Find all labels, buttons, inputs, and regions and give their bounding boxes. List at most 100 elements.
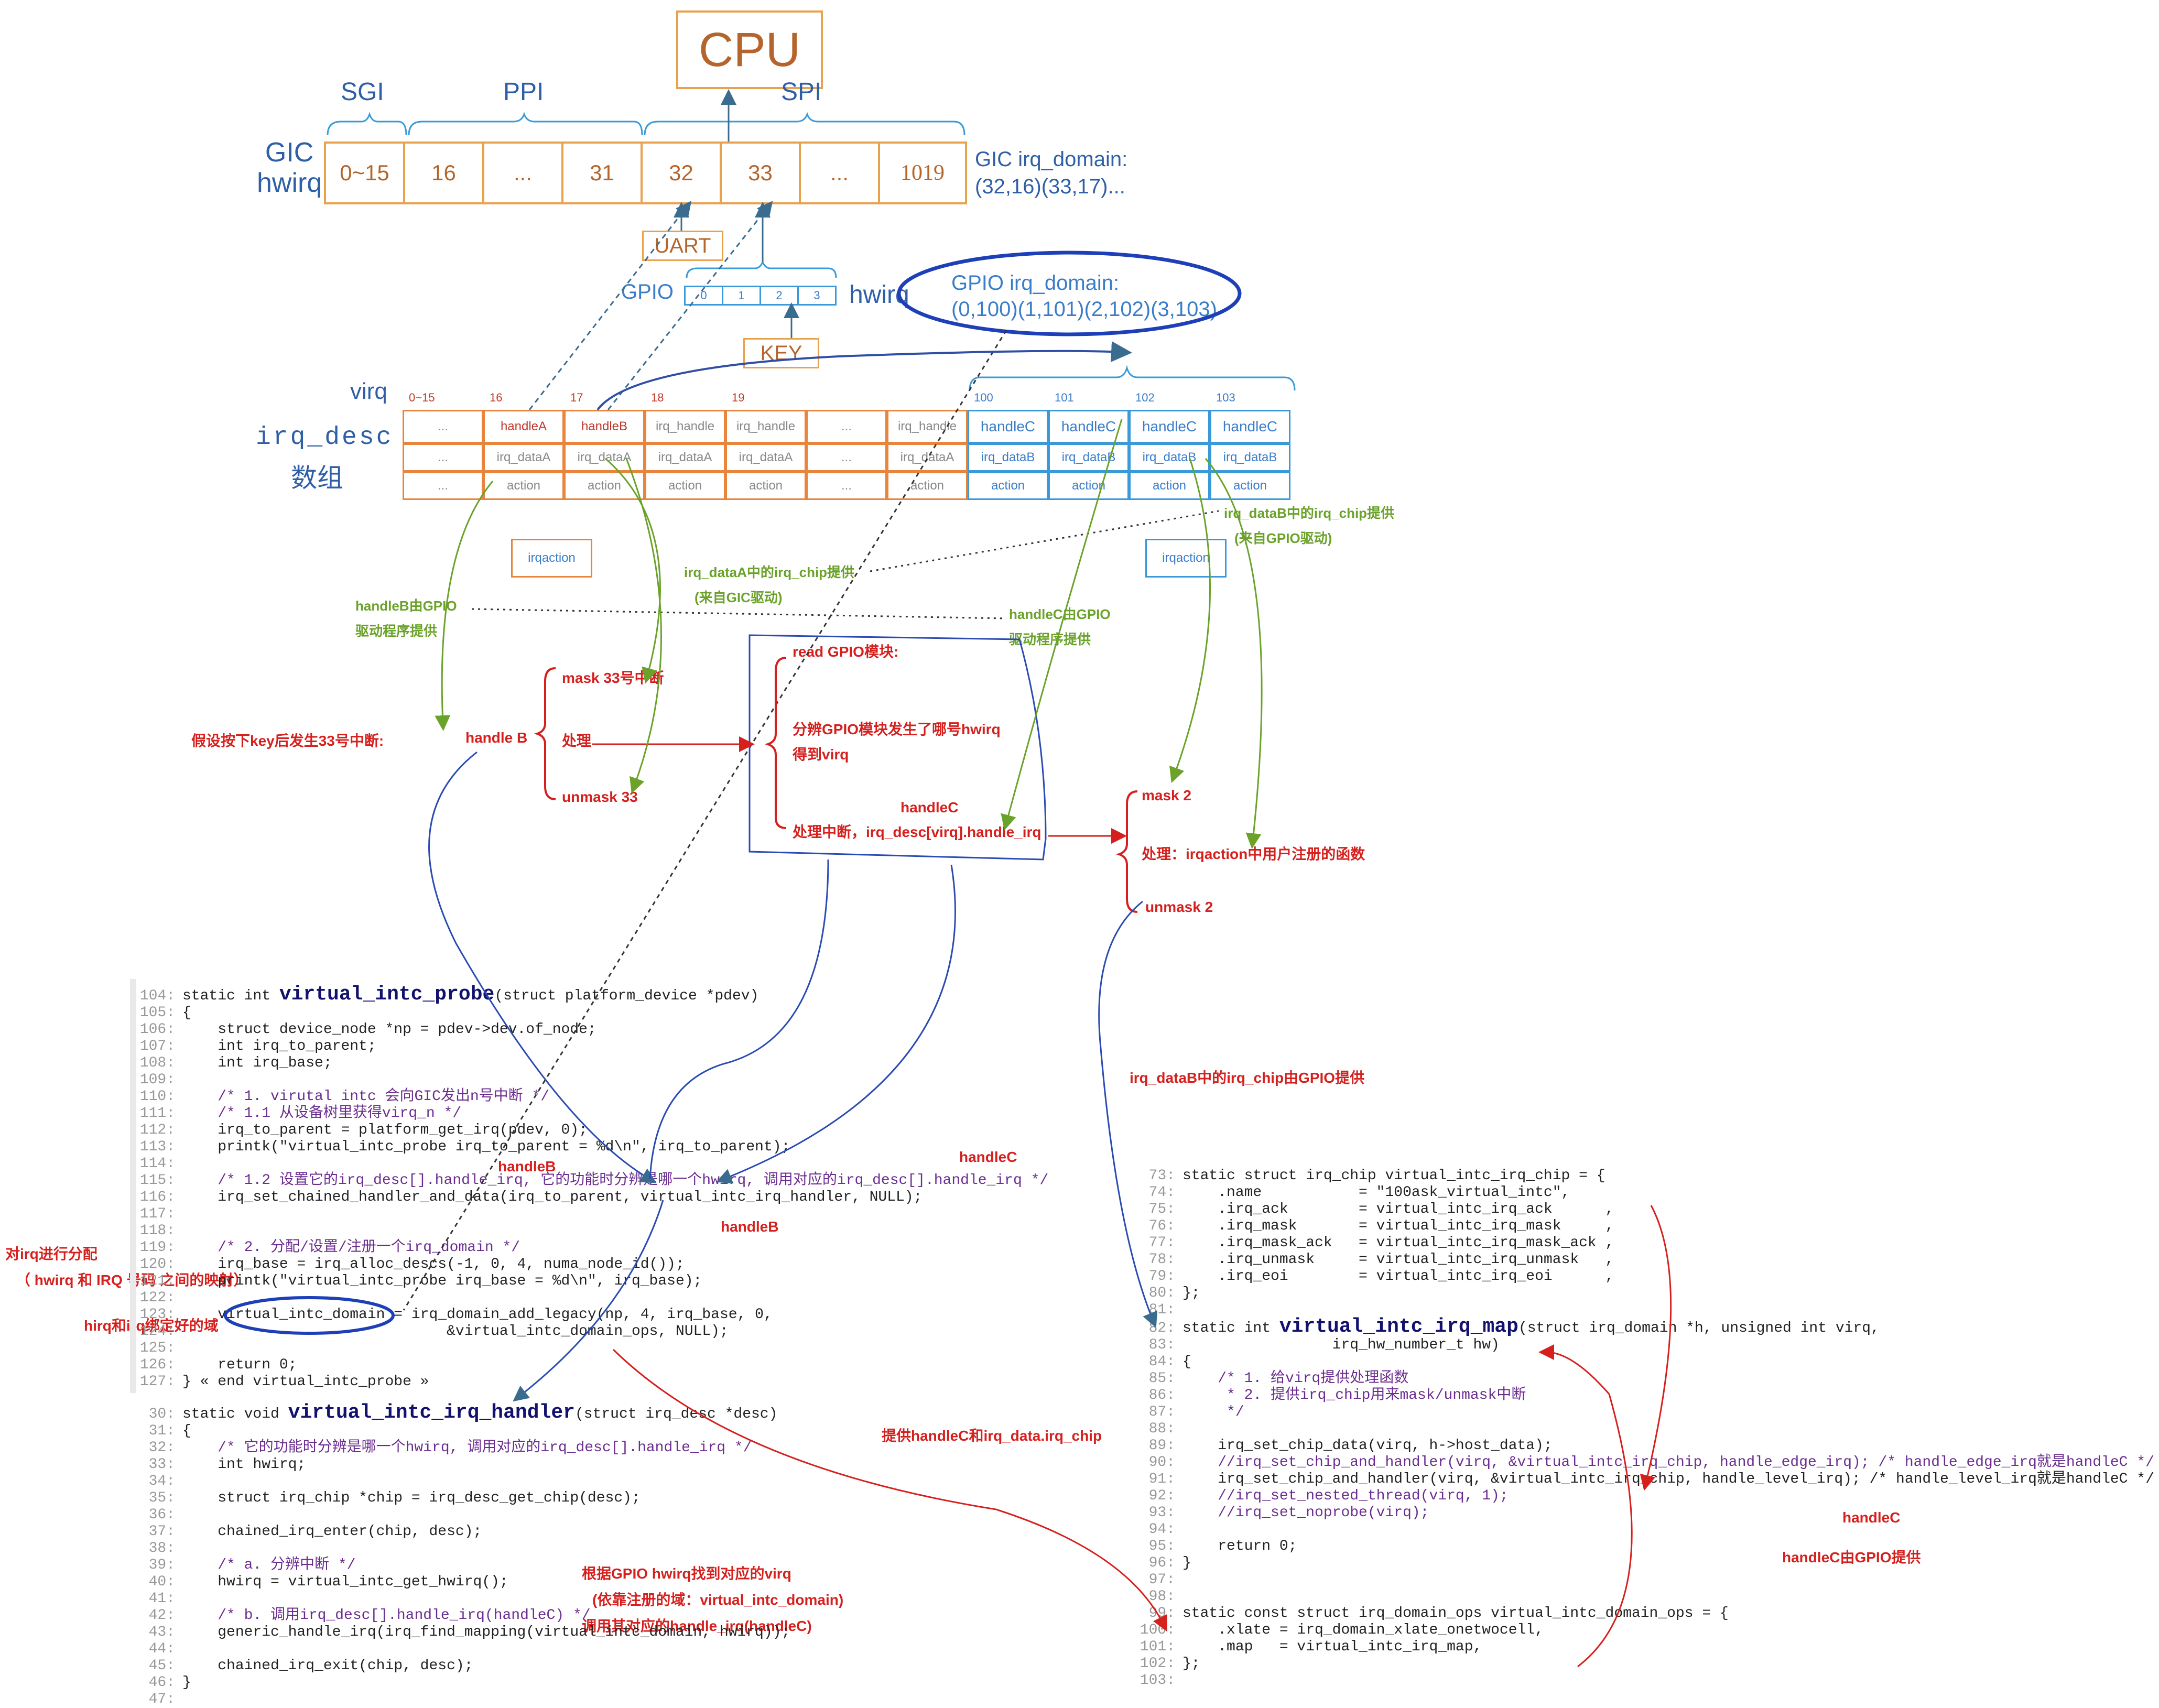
line-number: 76:: [1148, 1218, 1175, 1234]
line-number: 84:: [1148, 1354, 1175, 1370]
irq-desc-cell: irq_dataA: [645, 443, 725, 472]
gic-hwirq-label: GIC hwirq: [257, 137, 322, 198]
line-number: 106:: [139, 1021, 175, 1038]
line-number: 74:: [1148, 1184, 1175, 1201]
code-line: 119: /* 2. 分配/设置/注册一个irq_domain */: [137, 1239, 1048, 1256]
line-number: 113:: [139, 1139, 175, 1155]
code-line: 33: int hwirq;: [137, 1456, 790, 1473]
irq-desc-cell: action: [1210, 472, 1290, 500]
line-number: 39:: [148, 1557, 175, 1573]
irq-desc-cell: irq_dataB: [1129, 443, 1210, 472]
code-text: /* 1. 给virq提供处理函数: [1182, 1370, 1409, 1387]
gic-cell: 1019: [878, 142, 967, 204]
code-text: hwirq = virtual_intc_get_hwirq();: [182, 1574, 508, 1590]
line-number: 36:: [148, 1507, 175, 1523]
line-number: 85:: [1148, 1370, 1175, 1387]
line-number: 120:: [139, 1256, 175, 1272]
irq-desc-cell: irq_dataA: [725, 443, 806, 472]
line-number: 75:: [1148, 1201, 1175, 1217]
code-text: irq_set_chip_and_handler(virq, &virtual_…: [1182, 1471, 2154, 1487]
code-text: {: [1182, 1354, 1191, 1370]
note-process-irq: 处理中断，irq_desc[virq].handle_irq: [793, 824, 1041, 840]
code-text: }: [182, 1674, 191, 1691]
cpu-label: CPU: [698, 23, 801, 77]
uart-label: UART: [654, 234, 711, 257]
line-number: 121:: [139, 1273, 175, 1289]
code-text: irq_set_chip_data(virq, h->host_data);: [1182, 1438, 1553, 1454]
note-handleC-code: handleC: [959, 1149, 1017, 1165]
code-line: 107: int irq_to_parent;: [137, 1038, 1048, 1055]
irq-desc-cell: handleC: [1129, 410, 1210, 443]
code-line: 126: return 0;: [137, 1357, 1048, 1374]
code-line: 84: {: [1137, 1354, 2154, 1370]
code-line: 32: /* 它的功能时分辨是哪一个hwirq, 调用对应的irq_desc[]…: [137, 1440, 790, 1456]
line-number: 116:: [139, 1189, 175, 1205]
code-line: 105: {: [137, 1005, 1048, 1021]
code-line: 103:: [1137, 1672, 2154, 1689]
code-line: 37: chained_irq_enter(chip, desc);: [137, 1524, 790, 1540]
function-name: virtual_intc_irq_map: [1279, 1315, 1518, 1338]
note-line: 得到virq: [793, 746, 849, 763]
code-text: };: [1182, 1285, 1200, 1301]
line-number: 105:: [139, 1005, 175, 1021]
code-text: struct device_node *np = pdev->dev.of_no…: [182, 1021, 596, 1038]
code-line: 106: struct device_node *np = pdev->dev.…: [137, 1021, 1048, 1038]
code-text: static const struct irq_domain_ops virtu…: [1182, 1605, 1729, 1622]
irq-desc-index: 101: [1055, 391, 1074, 404]
code-text: {: [182, 1005, 191, 1021]
code-line: 40: hwirq = virtual_intc_get_hwirq();: [137, 1574, 790, 1591]
code-text: int hwirq;: [182, 1456, 306, 1473]
gpio-cell: 3: [797, 286, 837, 306]
note-handleC-right: handleC: [1842, 1509, 1901, 1526]
code-text: generic_handle_irq(irq_find_mapping(virt…: [182, 1624, 790, 1640]
code-line: 95: return 0;: [1137, 1538, 2154, 1555]
line-number: 115:: [139, 1172, 175, 1189]
group-braces: [327, 112, 1296, 391]
code-block-irq-chip: 73: static struct irq_chip virtual_intc_i…: [1137, 1168, 2154, 1689]
line-number: 97:: [1148, 1572, 1175, 1588]
code-text: static struct irq_chip virtual_intc_irq_…: [1182, 1168, 1605, 1184]
code-line: 45: chained_irq_exit(chip, desc);: [137, 1658, 790, 1674]
code-block-handler: 30:static void virtual_intc_irq_handler(…: [137, 1403, 790, 1708]
code-line: 35: struct irq_chip *chip = irq_desc_get…: [137, 1490, 790, 1507]
line-number: 112:: [139, 1122, 175, 1138]
irq-desc-cell: ...: [806, 410, 887, 443]
note-distinguish: 分辨GPIO模块发生了哪号hwirq 得到virq: [793, 717, 1001, 767]
irq-desc-cell: action: [645, 472, 725, 500]
code-text: irq_base = irq_alloc_descs(-1, 0, 4, num…: [182, 1256, 685, 1272]
line-number: 95:: [1148, 1538, 1175, 1554]
line-number: 122:: [139, 1290, 175, 1306]
code-text: //irq_set_chip_and_handler(virq, &virtua…: [1182, 1454, 2154, 1471]
line-number: 73:: [1148, 1168, 1175, 1184]
irqaction-gic-box: irqaction: [511, 539, 592, 578]
code-line: 82:static int virtual_intc_irq_map(struc…: [1137, 1317, 2154, 1337]
code-text: (struct irq_desc *desc): [574, 1406, 778, 1422]
code-text: } « end virtual_intc_probe »: [182, 1374, 429, 1390]
note-unmask33: unmask 33: [562, 789, 638, 805]
code-line: 80:};: [1137, 1285, 2154, 1302]
code-text: .irq_mask_ack = virtual_intc_irq_mask_ac…: [1182, 1235, 1614, 1251]
code-text: };: [1182, 1656, 1200, 1672]
note-handleC-gpio-provided: handleC由GPIO提供: [1782, 1549, 1921, 1565]
code-line: 78: .irq_unmask = virtual_intc_irq_unmas…: [1137, 1252, 2154, 1268]
code-line: 79: .irq_eoi = virtual_intc_irq_eoi ,: [1137, 1268, 2154, 1285]
line-number: 117:: [139, 1206, 175, 1222]
note-handleB-gpio: handleB由GPIO 驱动程序提供: [355, 593, 457, 644]
line-number: 93:: [1148, 1505, 1175, 1521]
line-number: 31:: [148, 1423, 175, 1439]
code-line: 94:: [1137, 1521, 2154, 1538]
code-text: irq_set_chained_handler_and_data(irq_to_…: [182, 1189, 923, 1205]
note-unmask2: unmask 2: [1145, 899, 1213, 915]
note-handleB-code: handleB: [721, 1219, 779, 1235]
note-mask2: mask 2: [1142, 787, 1191, 803]
irq-desc-cell: handleB: [564, 410, 645, 443]
code-line: 102:};: [1137, 1656, 2154, 1672]
code-line: 73: static struct irq_chip virtual_intc_i…: [1137, 1168, 2154, 1184]
line-number: 118:: [139, 1223, 175, 1239]
code-line: 120: irq_base = irq_alloc_descs(-1, 0, 4…: [137, 1256, 1048, 1273]
note-irq-dataA-chip: irq_dataA中的irq_chip提供 (来自GIC驱动): [684, 560, 854, 610]
code-line: 43: generic_handle_irq(irq_find_mapping(…: [137, 1624, 790, 1641]
gpio-domain-line1: GPIO irq_domain:: [951, 271, 1120, 295]
line-number: 33:: [148, 1456, 175, 1473]
